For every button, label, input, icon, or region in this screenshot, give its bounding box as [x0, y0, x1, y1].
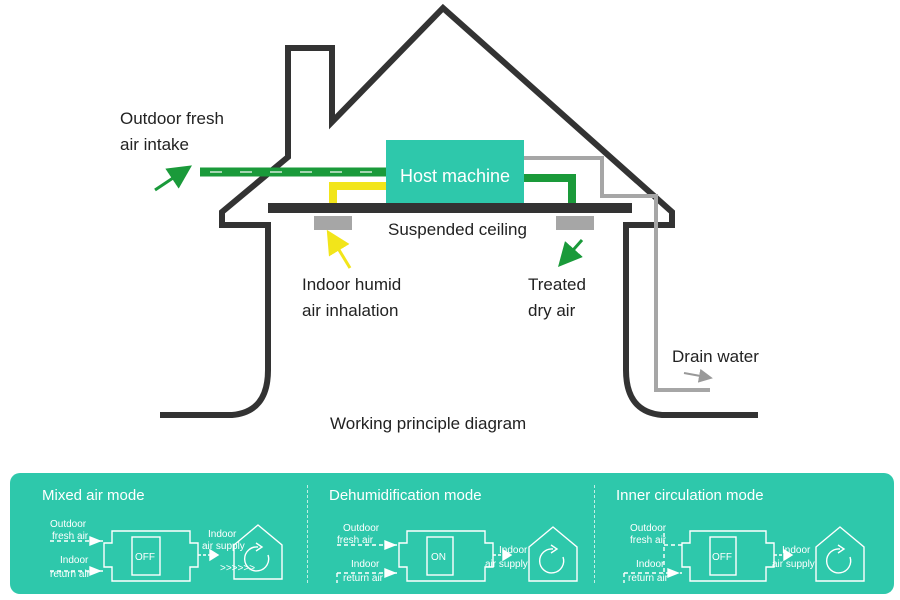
outdoor-label-1: Outdoor: [343, 523, 380, 534]
mode-title: Inner circulation mode: [616, 487, 764, 504]
mode-title: Dehumidification mode: [329, 487, 482, 504]
return-vent: [314, 216, 352, 230]
supply-label-1: Indoor: [782, 545, 811, 556]
return-label-1: Indoor: [60, 555, 89, 566]
host-machine: [386, 140, 524, 203]
outdoor-label-1: Outdoor: [630, 523, 667, 534]
mode-panel: Mixed air mode Outdoor fresh air Indoor …: [10, 473, 894, 594]
indoor-humid-air-label: Indoor humid air inhalation: [302, 275, 402, 320]
mode-schematic: Outdoor fresh air Indoor return air OFF …: [623, 523, 865, 584]
supply-label-2: air supply: [772, 559, 815, 570]
mode-mixed-air: Mixed air mode Outdoor fresh air Indoor …: [20, 473, 310, 594]
return-label-2: return air: [343, 573, 384, 584]
supply-label-2: air supply: [202, 541, 245, 552]
treated-dry-air-label: Treated dry air: [528, 275, 586, 320]
mode-schematic: Outdoor fresh air Indoor return air ON I…: [336, 523, 578, 584]
outdoor-label-2: fresh air: [630, 535, 667, 546]
mode-inner-circulation: Inner circulation mode Outdoor fresh air…: [594, 473, 884, 594]
return-label-1: Indoor: [636, 559, 665, 570]
supply-vent: [556, 216, 594, 230]
drain-pipe: [524, 156, 710, 392]
return-label-1: Indoor: [351, 559, 380, 570]
switch-label: OFF: [712, 552, 732, 563]
host-machine-label: Host machine: [400, 166, 510, 186]
outdoor-fresh-air-label: Outdoor fresh air intake: [120, 109, 224, 154]
humid-air-duct: [329, 182, 386, 203]
suspended-ceiling: [268, 203, 632, 213]
house-outline: [160, 3, 758, 418]
flow-chevrons: >>>>>>: [220, 563, 255, 574]
outdoor-label-1: Outdoor: [50, 519, 87, 530]
mode-title: Mixed air mode: [42, 487, 145, 504]
supply-air-duct: [524, 174, 576, 203]
drain-water-arrow: [683, 368, 713, 383]
mode-divider: [594, 485, 596, 583]
supply-label-1: Indoor: [499, 545, 528, 556]
mode-divider: [307, 485, 309, 583]
mode-dehumidification: Dehumidification mode Outdoor fresh air …: [307, 473, 597, 594]
supply-label-2: air supply: [485, 559, 528, 570]
drain-water-label: Drain water: [672, 347, 759, 366]
working-principle-diagram: Host machine Suspended ceiling: [154, 3, 758, 418]
return-label-2: return air: [50, 569, 91, 580]
outdoor-intake-arrow: [154, 165, 192, 192]
outdoor-label-2: fresh air: [337, 535, 374, 546]
outdoor-label-2: fresh air: [52, 531, 89, 542]
humid-inhalation-arrow: [326, 229, 352, 269]
mode-schematic: Outdoor fresh air Indoor return air OFF …: [50, 519, 283, 582]
switch-label: OFF: [135, 552, 155, 563]
supply-label-1: Indoor: [208, 529, 237, 540]
treated-air-arrow: [558, 239, 584, 267]
switch-label: ON: [431, 552, 446, 563]
suspended-ceiling-label: Suspended ceiling: [388, 220, 527, 239]
diagram-caption: Working principle diagram: [330, 414, 527, 433]
return-label-2: return air: [628, 573, 669, 584]
